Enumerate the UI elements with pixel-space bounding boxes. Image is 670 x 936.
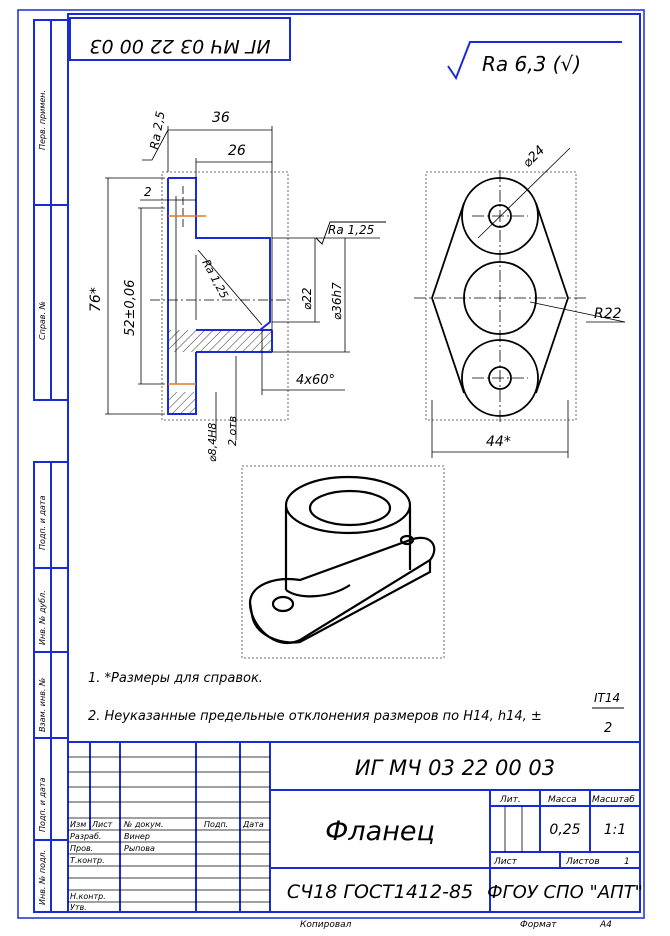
tb-col-change: Изм (70, 820, 86, 829)
roughness-chamfer: Ra 1,25 (199, 257, 230, 301)
dim-44: 44* (486, 434, 511, 450)
title-block-thin-lines (68, 756, 523, 903)
tb-row-approved: Утв. (70, 903, 87, 912)
tb-row-tech: Т.контр. (70, 856, 105, 865)
side-label-sign-date-1: Подп. и дата (38, 495, 47, 550)
title-block-text: ИГ МЧ 03 22 00 03 Фланец СЧ18 ГОСТ1412-8… (70, 756, 643, 912)
dim-52: 52±0,06 (123, 280, 138, 336)
tb-organization: ФГОУ СПО "АПТ" (487, 882, 643, 903)
tb-col-sign: Подп. (204, 820, 228, 829)
section-view: 36 26 2 76* 52±0,06 ⌀22 ⌀36h7 4x60° ⌀8,4… (88, 110, 386, 462)
tb-sheet-number: 1 (624, 857, 630, 867)
dim-2: 2 (144, 185, 152, 199)
note-fraction-denominator: 2 (604, 721, 612, 736)
dim-phi22: ⌀22 (300, 288, 314, 311)
tb-designation: ИГ МЧ 03 22 00 03 (355, 756, 555, 780)
title-block (67, 741, 641, 913)
tb-title: Фланец (325, 816, 435, 847)
note-1: 1. *Размеры для справок. (88, 671, 263, 686)
tb-mass-label: Масса (548, 795, 577, 805)
tb-col-doc-no: № докум. (123, 820, 163, 829)
side-label-orig-inv-no: Инв. № подл. (38, 850, 47, 905)
footer-copied: Копировал (300, 920, 352, 930)
note-2: 2. Неуказанные предельные отклонения раз… (88, 709, 542, 724)
dim-holes: 2 отв (226, 416, 239, 446)
tb-developer: Винер (124, 832, 150, 841)
top-stamp-designation: ИГ МЧ 03 22 00 03 (89, 35, 270, 57)
footer-format-label: Формат (520, 920, 557, 930)
side-label-first-use: Перв. примен. (38, 90, 47, 150)
dim-36: 36 (212, 110, 230, 126)
tb-row-norm: Н.контр. (70, 892, 106, 901)
footer-format-value: А4 (599, 920, 612, 930)
tb-scale-value: 1:1 (604, 822, 627, 838)
dim-r22: R22 (594, 306, 622, 322)
tb-sheets-label: Листов (565, 857, 600, 867)
general-roughness-text: Ra 6,3 (√) (482, 52, 581, 76)
tb-sheet-label: Лист (493, 857, 518, 867)
tb-scale-label: Масштаб (592, 795, 635, 805)
dim-phi24: ⌀24 (520, 143, 548, 171)
tb-row-developed: Разраб. (70, 832, 101, 841)
notes: 1. *Размеры для справок. 2. Неуказанные … (88, 671, 624, 736)
tb-checker: Рыпова (124, 844, 155, 853)
tb-col-date: Дата (242, 820, 264, 829)
sheet-frame (17, 9, 645, 919)
general-roughness: Ra 6,3 (√) (447, 41, 622, 81)
tb-letter-label: Лит. (499, 795, 521, 805)
footer: Копировал Формат А4 (300, 920, 612, 930)
note-fraction-numerator: IT14 (594, 691, 620, 705)
dim-phi84: ⌀8,4H8 (206, 423, 219, 462)
dim-76: 76* (88, 287, 104, 312)
isometric-view (241, 465, 445, 659)
tb-col-sheet: Лист (91, 820, 113, 829)
roughness-bore: Ra 1,25 (328, 223, 374, 237)
side-label-dup-inv-no: Инв. № дубл. (38, 590, 47, 645)
dim-chamfer: 4x60° (296, 373, 335, 388)
top-view: ⌀24 R22 44* (414, 143, 626, 458)
side-label-reference-no: Справ. № (38, 301, 47, 340)
tb-material: СЧ18 ГОСТ1412-85 (287, 881, 473, 903)
side-label-sign-date-2: Подп. и дата (38, 777, 47, 832)
top-stamp: ИГ МЧ 03 22 00 03 (69, 17, 291, 61)
tb-row-checked: Пров. (70, 844, 93, 853)
side-labels: Перв. примен. Справ. № Подп. и дата Инв.… (38, 90, 47, 905)
tb-mass-value: 0,25 (549, 822, 580, 838)
side-label-replaces-inv-no: Взам. инв. № (38, 678, 47, 732)
roughness-face: Ra 2,5 (147, 110, 167, 150)
side-strip (33, 19, 69, 913)
dim-phi36h7: ⌀36h7 (330, 282, 344, 320)
dim-26: 26 (228, 143, 246, 159)
